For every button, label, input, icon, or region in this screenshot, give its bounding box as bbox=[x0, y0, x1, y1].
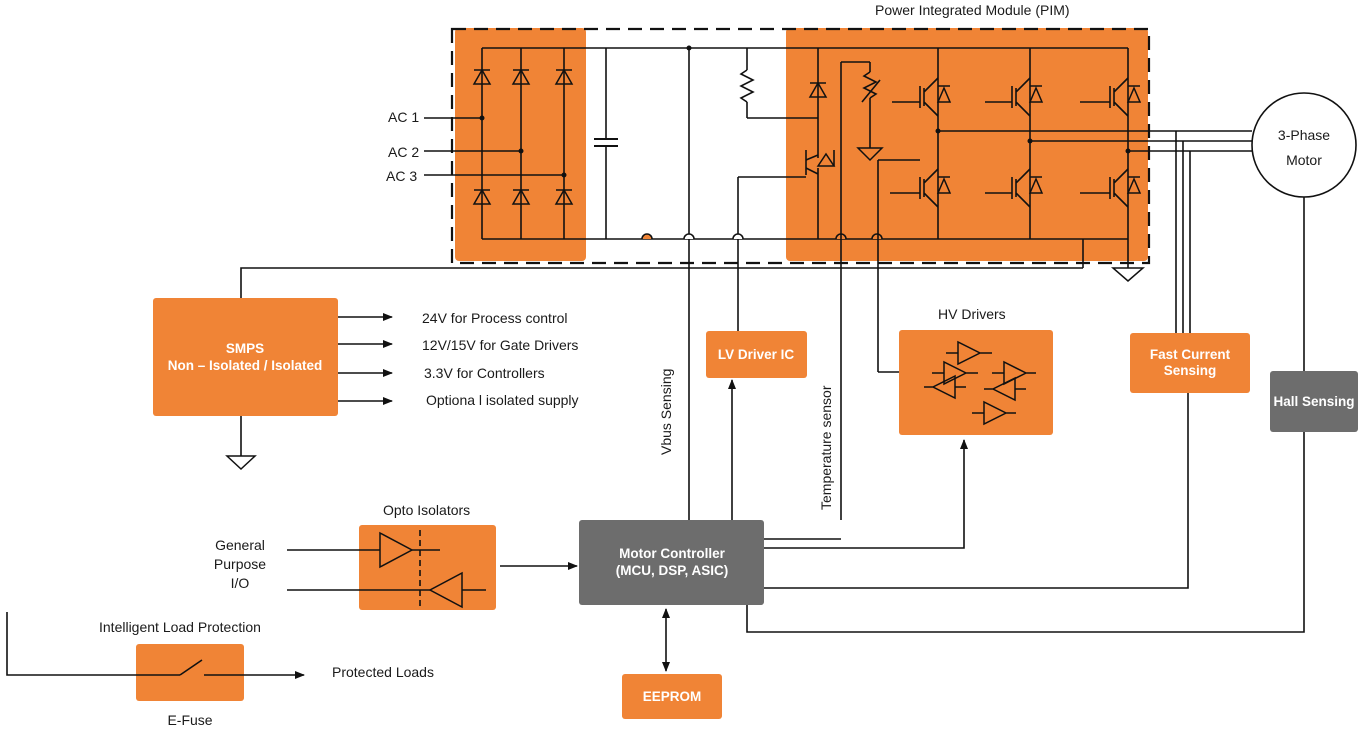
efuse-label: E-Fuse bbox=[167, 712, 212, 728]
smps-output-optional: Optiona l isolated supply bbox=[426, 392, 579, 408]
eeprom-label: EEPROM bbox=[643, 689, 702, 704]
hall-sensing-block: Hall Sensing bbox=[746, 371, 1358, 633]
pim-dashed-border bbox=[450, 27, 1151, 265]
temperature-sensor-label: Temperature sensor bbox=[818, 385, 834, 510]
gpio-label-2: Purpose bbox=[214, 556, 266, 572]
fast-current-sensing-block: Fast Current Sensing bbox=[764, 333, 1250, 589]
motor-label-line1: 3-Phase bbox=[1278, 127, 1330, 143]
ac1-label: AC 1 bbox=[388, 109, 419, 125]
three-phase-motor: 3-Phase Motor bbox=[1251, 92, 1357, 372]
motor-controller-label-2: (MCU, DSP, ASIC) bbox=[616, 563, 729, 578]
motor-controller-block: Motor Controller (MCU, DSP, ASIC) bbox=[579, 520, 841, 672]
eeprom-block: EEPROM bbox=[622, 674, 722, 719]
pim-inverter-block bbox=[786, 28, 1148, 261]
hv-drivers-title: HV Drivers bbox=[938, 306, 1006, 322]
efuse-block: Intelligent Load Protection E-Fuse Prote… bbox=[6, 612, 434, 728]
motor-label-line2: Motor bbox=[1286, 152, 1322, 168]
smps-output-3v3: 3.3V for Controllers bbox=[424, 365, 545, 381]
motor-controller-label-1: Motor Controller bbox=[619, 546, 725, 561]
fast-current-label-1: Fast Current bbox=[1150, 347, 1231, 362]
smps-output-12v: 12V/15V for Gate Drivers bbox=[422, 337, 578, 353]
smps-subtitle: Non – Isolated / Isolated bbox=[168, 358, 323, 373]
vbus-sensing-label: Vbus Sensing bbox=[658, 369, 674, 455]
protected-loads-label: Protected Loads bbox=[332, 664, 434, 680]
fast-current-label-2: Sensing bbox=[1164, 363, 1217, 378]
smps-title: SMPS bbox=[226, 341, 264, 356]
rectifier-bridge bbox=[472, 47, 1128, 240]
ac2-label: AC 2 bbox=[388, 144, 419, 160]
pim-title: Power Integrated Module (PIM) bbox=[875, 2, 1070, 18]
opto-isolators-block: Opto Isolators General Purpose I/O bbox=[214, 502, 578, 610]
bus-taps bbox=[641, 45, 883, 520]
hall-sensing-label: Hall Sensing bbox=[1273, 394, 1354, 409]
gpio-label-1: General bbox=[215, 537, 265, 553]
intelligent-load-protection-label: Intelligent Load Protection bbox=[99, 619, 261, 635]
ntc-thermistor bbox=[840, 61, 884, 520]
ac3-label: AC 3 bbox=[386, 168, 417, 184]
opto-isolators-title: Opto Isolators bbox=[383, 502, 470, 518]
inverter-bridge bbox=[877, 48, 1252, 372]
hv-drivers-block: HV Drivers bbox=[764, 306, 1053, 549]
smps-output-24v: 24V for Process control bbox=[422, 310, 568, 326]
lv-driver-label: LV Driver IC bbox=[718, 347, 795, 362]
gpio-label-3: I/O bbox=[231, 575, 250, 591]
smps-block: SMPS Non – Isolated / Isolated 24V for P… bbox=[153, 239, 1084, 471]
lv-driver-block: LV Driver IC bbox=[706, 239, 807, 520]
